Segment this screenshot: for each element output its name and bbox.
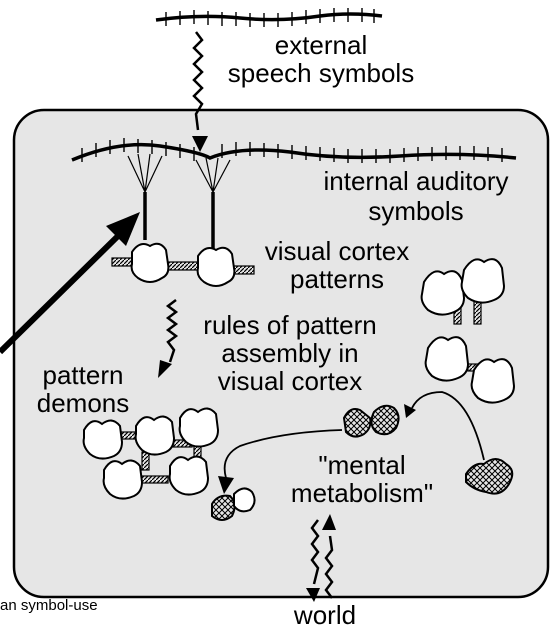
pattern-demons-cluster	[82, 407, 220, 500]
external-label-line2: speech symbols	[227, 58, 415, 88]
system-box	[12, 108, 550, 599]
rules-label-line3: visual cortex	[217, 366, 363, 396]
visual-cortex-label-line2: patterns	[290, 264, 384, 294]
metabolism-arrow-bottom	[218, 429, 343, 494]
visual-cortex-pattern	[111, 242, 255, 287]
neuron-connectors	[127, 153, 231, 252]
metabolism-label-line1: "mental	[318, 450, 406, 480]
world-exchange-arrows	[306, 514, 336, 602]
external-speech-line	[155, 8, 383, 27]
internal-label-line2: symbols	[368, 196, 464, 226]
large-input-arrow	[0, 212, 140, 355]
demons-label-line2: demons	[36, 388, 130, 418]
demons-label-line1: pattern	[42, 360, 124, 390]
speech-input-arrow	[192, 31, 208, 152]
hatched-fragments	[211, 404, 514, 521]
internal-label-line1: internal auditory	[323, 166, 509, 196]
metabolism-label-line2: metabolism"	[290, 478, 434, 508]
caption-fragment: an symbol-use	[0, 597, 98, 614]
rules-label-line2: assembly in	[221, 338, 359, 368]
rules-arrow	[158, 299, 179, 378]
internal-auditory-line	[71, 138, 517, 163]
visual-cortex-label-line1: visual cortex	[264, 236, 410, 266]
external-label-line1: external	[274, 30, 368, 60]
right-pattern-cluster	[420, 258, 516, 404]
metabolism-arrow-top	[404, 391, 485, 461]
world-label: world	[293, 600, 357, 630]
rules-label-line1: rules of pattern	[203, 310, 377, 340]
